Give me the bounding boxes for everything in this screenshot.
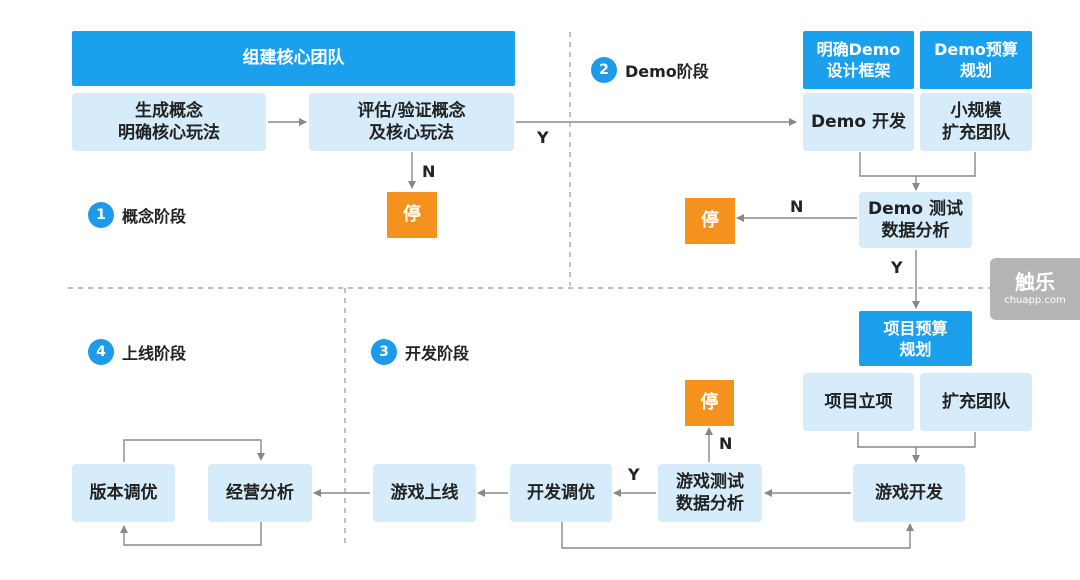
define-demo-box: 明确Demo 设计框架 [803, 31, 914, 89]
game-dev-box: 游戏开发 [853, 464, 965, 522]
flag-n-concept: N [422, 162, 436, 181]
stage-number-2: 2 [591, 57, 617, 83]
watermark-main-text: 触乐 [1015, 270, 1055, 294]
arrow-loop-top [123, 439, 265, 462]
stage-number-3: 3 [371, 339, 397, 365]
watermark-sub-text: chuapp.com [1004, 295, 1066, 306]
arrow-tune-loop [561, 522, 914, 549]
evaluate-concept-box: 评估/验证概念 及核心玩法 [309, 93, 514, 151]
bracket-demo-dev-team [859, 152, 976, 177]
demo-dev-box: Demo 开发 [803, 93, 914, 151]
game-launch-box: 游戏上线 [373, 464, 476, 522]
stage-number-4: 4 [88, 339, 114, 365]
demo-budget-box: Demo预算 规划 [920, 31, 1032, 89]
stage-name-4: 上线阶段 [122, 344, 187, 363]
ops-analysis-box: 经营分析 [208, 464, 312, 522]
stage-name-3: 开发阶段 [405, 344, 470, 363]
flag-y-concept: Y [537, 128, 549, 147]
stop-box-demo: 停 [685, 198, 735, 244]
stage-name-2: Demo阶段 [625, 62, 709, 81]
stage-label-development: 3 开发阶段 [371, 339, 469, 365]
arrow-loop-bottom [120, 522, 262, 546]
stop-box-dev: 停 [685, 380, 734, 426]
stage-number-1: 1 [88, 202, 114, 228]
game-test-box: 游戏测试 数据分析 [658, 464, 762, 522]
small-team-box: 小规模 扩充团队 [920, 93, 1032, 151]
flag-y-demo: Y [891, 258, 903, 277]
stage-label-concept: 1 概念阶段 [88, 202, 186, 228]
expand-team-box: 扩充团队 [920, 373, 1032, 431]
flag-n-demo: N [790, 197, 804, 216]
bracket-project-team [857, 432, 976, 448]
project-budget-box: 项目预算 规划 [859, 311, 972, 366]
watermark-logo: 触乐 chuapp.com [990, 258, 1080, 320]
stage-label-launch: 4 上线阶段 [88, 339, 186, 365]
dev-tune-box: 开发调优 [510, 464, 612, 522]
flag-n-dev: N [719, 434, 733, 453]
stop-box-concept: 停 [387, 192, 437, 238]
project-setup-box: 项目立项 [803, 373, 914, 431]
stage-name-1: 概念阶段 [122, 207, 187, 226]
version-tune-box: 版本调优 [72, 464, 175, 522]
core-team-box: 组建核心团队 [72, 31, 515, 86]
stage-label-demo: 2 Demo阶段 [591, 57, 709, 83]
demo-test-box: Demo 测试 数据分析 [859, 192, 972, 248]
flag-y-dev: Y [628, 465, 640, 484]
generate-concept-box: 生成概念 明确核心玩法 [72, 93, 266, 151]
